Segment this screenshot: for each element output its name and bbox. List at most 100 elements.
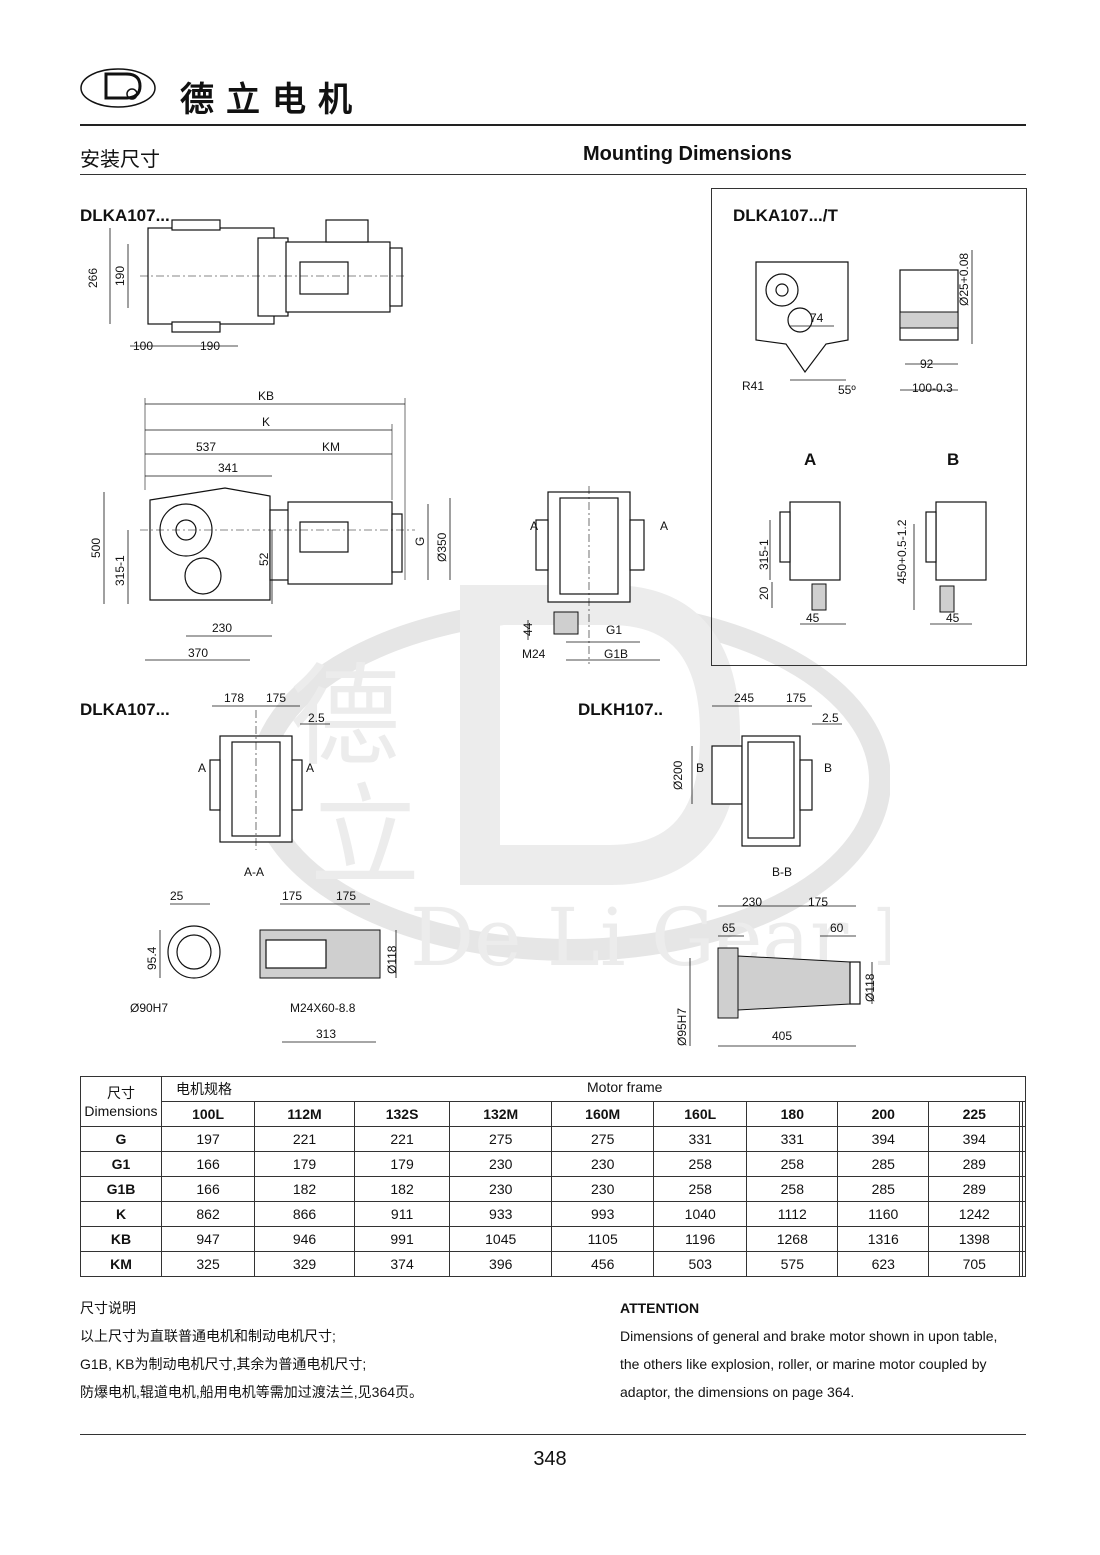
- table-frame-header: 132M: [449, 1101, 553, 1127]
- table-cell: 1105: [551, 1226, 655, 1252]
- table-cell: 331: [746, 1126, 839, 1152]
- dim-315: 315-1: [113, 555, 127, 586]
- dim-25: Ø25+0.08: [957, 253, 971, 306]
- table-cell: 503: [653, 1251, 748, 1277]
- dim-200: Ø200: [671, 760, 685, 790]
- table-cell: 1316: [837, 1226, 930, 1252]
- table-cell: 623: [837, 1251, 930, 1277]
- option-b-label: B: [947, 450, 959, 469]
- dim-118-b: Ø118: [863, 973, 877, 1002]
- notes-en-line: adaptor, the dimensions on page 364.: [620, 1384, 855, 1400]
- section-rule: [80, 174, 1026, 175]
- dim-500: 500: [89, 538, 103, 558]
- dim-175-b: 175: [786, 691, 806, 705]
- dim-g: G: [413, 537, 427, 546]
- dim-m24x60: M24X60-8.8: [290, 1001, 356, 1015]
- dim-25-b: 25: [170, 889, 184, 903]
- svg-text:德: 德: [290, 653, 400, 781]
- table-cell: 866: [254, 1201, 355, 1227]
- dim-55-deg: 55º: [838, 383, 856, 397]
- table-cell: 1268: [746, 1226, 839, 1252]
- table-cell: 325: [160, 1251, 256, 1277]
- table-cell: 946: [254, 1226, 355, 1252]
- table-frame-header: 112M: [254, 1101, 355, 1127]
- dim-175-c: 175: [282, 889, 302, 903]
- drawing-title-dlka107-t: DLKA107.../T: [733, 206, 838, 225]
- table-frame-header: 180: [746, 1101, 839, 1127]
- notes-cn-line: G1B, KB为制动电机尺寸,其余为普通电机尺寸;: [80, 1356, 367, 1372]
- dim-175-a: 175: [266, 691, 286, 705]
- dim-65: 65: [722, 921, 736, 935]
- section-label-aa: A-A: [244, 865, 264, 879]
- footer-rule: [80, 1434, 1026, 1435]
- table-row-header: K: [80, 1201, 162, 1227]
- dim-100: 100: [133, 339, 153, 353]
- notes-en: ATTENTION Dimensions of general and brak…: [620, 1294, 1040, 1406]
- table-cell: [1022, 1226, 1026, 1252]
- dim-450: 450+0.5-1.2: [895, 519, 909, 584]
- dim-m24: M24: [522, 647, 546, 661]
- table-cell: [1022, 1251, 1026, 1277]
- table-row-header: G: [80, 1126, 162, 1152]
- dim-118-a: Ø118: [385, 945, 399, 974]
- table-cell: 933: [449, 1201, 553, 1227]
- dim-90h7: Ø90H7: [130, 1001, 168, 1015]
- table-cell: 182: [353, 1176, 451, 1202]
- notes-cn-line: 防爆电机,辊道电机,船用电机等需加过渡法兰,见364页。: [80, 1384, 424, 1400]
- table-cell: 862: [160, 1201, 256, 1227]
- table-cell: 275: [551, 1126, 655, 1152]
- table-frame-header: 160L: [653, 1101, 748, 1127]
- dim-45-a: 45: [806, 611, 820, 625]
- dim-350: Ø350: [435, 532, 449, 562]
- notes-cn-line: 以上尺寸为直联普通电机和制动电机尺寸;: [80, 1328, 336, 1344]
- table-cell: 221: [254, 1126, 355, 1152]
- notes-en-line: the others like explosion, roller, or ma…: [620, 1356, 987, 1372]
- dim-190-a: 190: [113, 266, 127, 286]
- table-cell: 182: [254, 1176, 355, 1202]
- dim-175-e: 175: [808, 895, 828, 909]
- table-frame-header: 225: [928, 1101, 1021, 1127]
- table-cell: 575: [746, 1251, 839, 1277]
- drawing-title-dlkh107: DLKH107..: [578, 700, 664, 719]
- dim-45-b: 45: [946, 611, 960, 625]
- section-a-right: A: [306, 761, 314, 775]
- solid-shaft-drawing: [689, 905, 873, 1047]
- table-cell: 166: [160, 1176, 256, 1202]
- section-b-right: B: [824, 761, 832, 775]
- page-number: 348: [533, 1448, 567, 1470]
- section-arrow-a-right: A: [660, 519, 668, 533]
- section-b-left: B: [696, 761, 704, 775]
- mid-left-view-drawing: [209, 705, 330, 850]
- table-frame-header: 200: [837, 1101, 930, 1127]
- table-group-en: Motor frame: [587, 1079, 663, 1095]
- dim-178: 178: [224, 691, 244, 705]
- dim-kb: KB: [258, 389, 274, 403]
- table-cell: 230: [551, 1176, 655, 1202]
- table-cell: 179: [254, 1151, 355, 1177]
- table-cell: [1022, 1126, 1026, 1152]
- logo: [78, 66, 158, 110]
- table-cell: 285: [837, 1151, 930, 1177]
- table-cell: 329: [254, 1251, 355, 1277]
- dim-60: 60: [830, 921, 844, 935]
- table-cell: 258: [746, 1176, 839, 1202]
- table-cell: 258: [653, 1176, 748, 1202]
- notes-cn: 尺寸说明 以上尺寸为直联普通电机和制动电机尺寸; G1B, KB为制动电机尺寸,…: [80, 1294, 560, 1406]
- table-cell: 275: [449, 1126, 553, 1152]
- table-cell: 179: [353, 1151, 451, 1177]
- table-cell: [1022, 1176, 1026, 1202]
- table-cell: 456: [551, 1251, 655, 1277]
- dim-341: 341: [218, 461, 238, 475]
- section-title-cn: 安装尺寸: [80, 149, 160, 171]
- dim-2-5-b: 2.5: [822, 711, 839, 725]
- dim-315-opt-a: 315-1: [757, 539, 771, 570]
- table-cell: 1045: [449, 1226, 553, 1252]
- dim-92: 92: [920, 357, 934, 371]
- section-arrow-a-left: A: [530, 519, 538, 533]
- table-cell: 289: [928, 1176, 1021, 1202]
